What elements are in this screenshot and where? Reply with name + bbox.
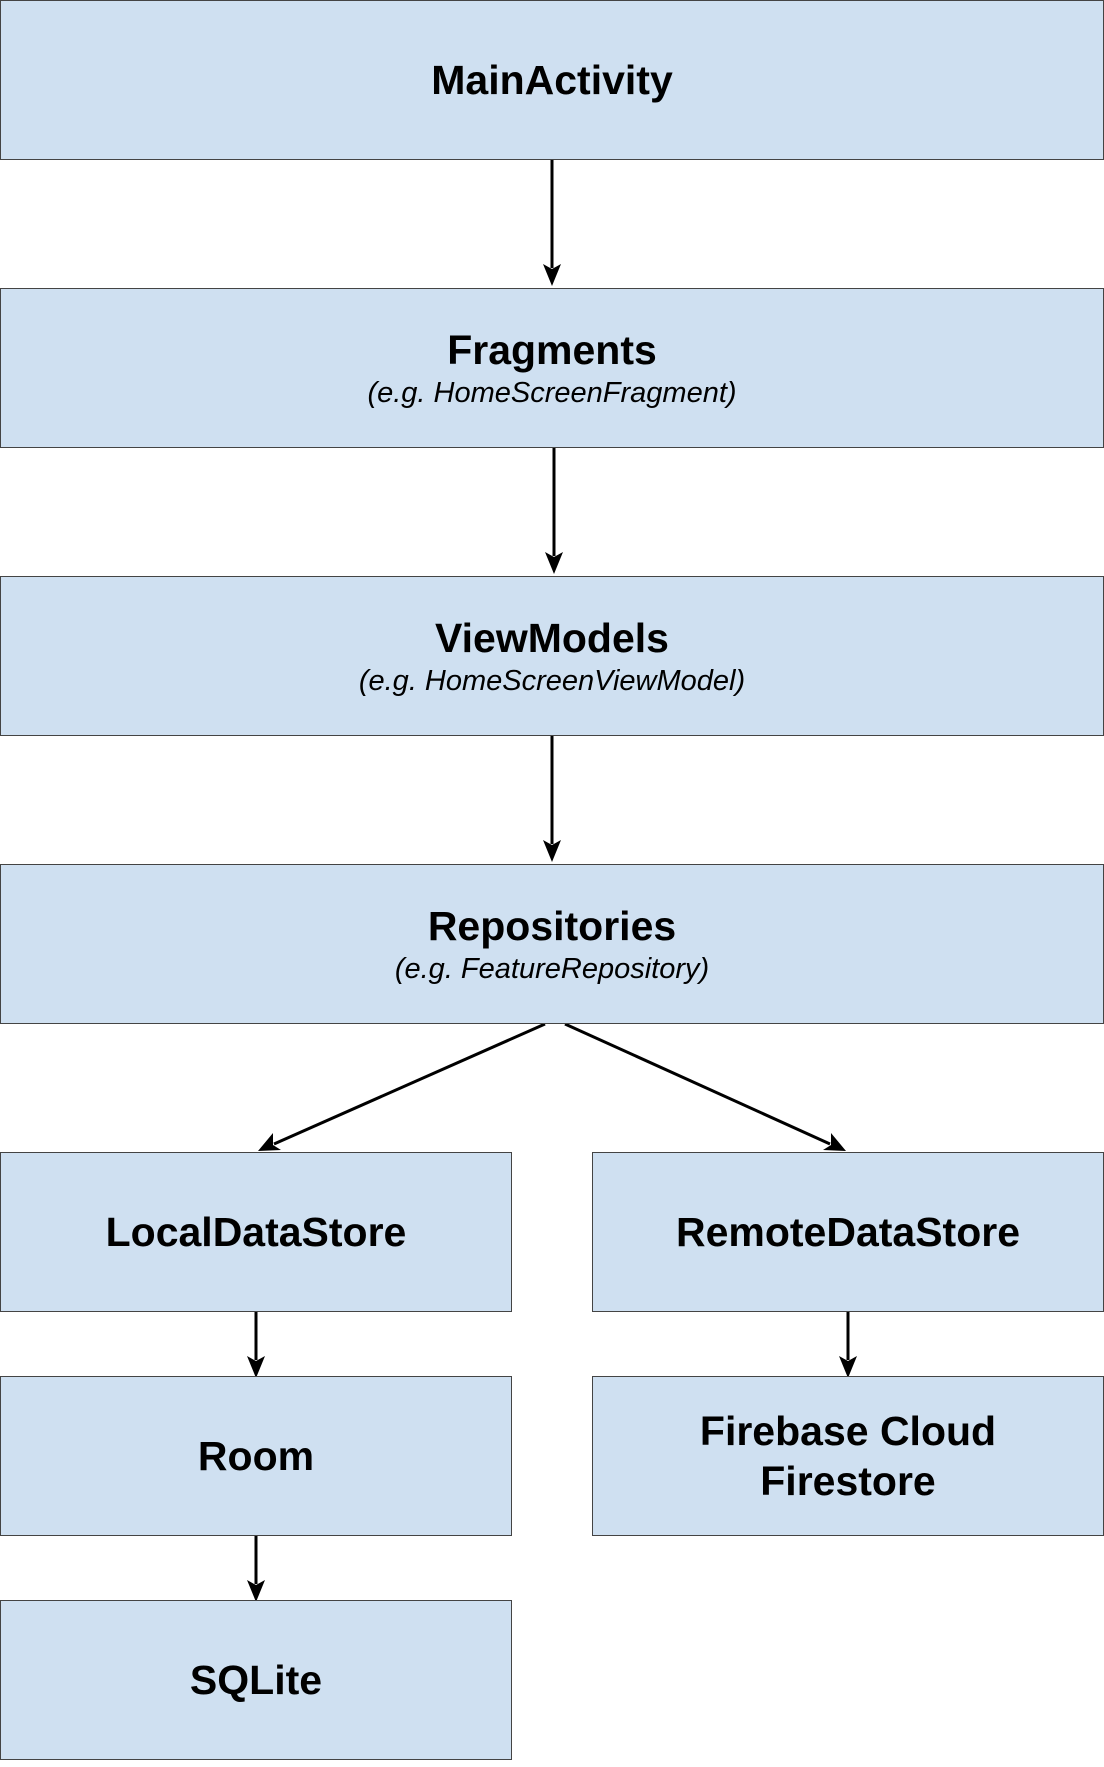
localdatastore-box: LocalDataStore (0, 1152, 512, 1312)
room-box: Room (0, 1376, 512, 1536)
mainactivity-title: MainActivity (431, 57, 673, 103)
viewmodels-subtitle: (e.g. HomeScreenViewModel) (358, 665, 746, 697)
arrowhead-main-to-fragments (543, 264, 561, 286)
fragments-title: Fragments (447, 327, 657, 373)
remotedatastore-box: RemoteDataStore (592, 1152, 1104, 1312)
room-title: Room (197, 1433, 315, 1479)
arrow-repositories-to-remote (564, 1022, 831, 1146)
arrowhead-repositories-to-remote (823, 1133, 846, 1151)
repositories-title: Repositories (427, 903, 677, 949)
viewmodels-title: ViewModels (435, 615, 669, 661)
fragments-box: Fragments (e.g. HomeScreenFragment) (0, 288, 1104, 448)
repositories-box: Repositories (e.g. FeatureRepository) (0, 864, 1104, 1024)
firebase-title-line1: Firebase Cloud (699, 1408, 997, 1454)
arrowhead-local-to-room (247, 1356, 265, 1378)
arrowhead-room-to-sqlite (247, 1580, 265, 1602)
fragments-subtitle: (e.g. HomeScreenFragment) (367, 377, 737, 409)
viewmodels-box: ViewModels (e.g. HomeScreenViewModel) (0, 576, 1104, 736)
firebase-firestore-box: Firebase Cloud Firestore (592, 1376, 1104, 1536)
mainactivity-box: MainActivity (0, 0, 1104, 160)
arrowhead-viewmodels-to-repositories (543, 840, 561, 862)
arrowhead-repositories-to-local (258, 1133, 281, 1151)
sqlite-title: SQLite (189, 1657, 323, 1703)
arrowhead-fragments-to-viewmodels (545, 552, 563, 574)
localdatastore-title: LocalDataStore (105, 1209, 407, 1255)
firebase-title-line2: Firestore (760, 1458, 936, 1504)
remotedatastore-title: RemoteDataStore (675, 1209, 1021, 1255)
arrowhead-remote-to-firebase (839, 1356, 857, 1378)
arrow-repositories-to-local (273, 1022, 546, 1146)
repositories-subtitle: (e.g. FeatureRepository) (394, 953, 710, 985)
sqlite-box: SQLite (0, 1600, 512, 1760)
